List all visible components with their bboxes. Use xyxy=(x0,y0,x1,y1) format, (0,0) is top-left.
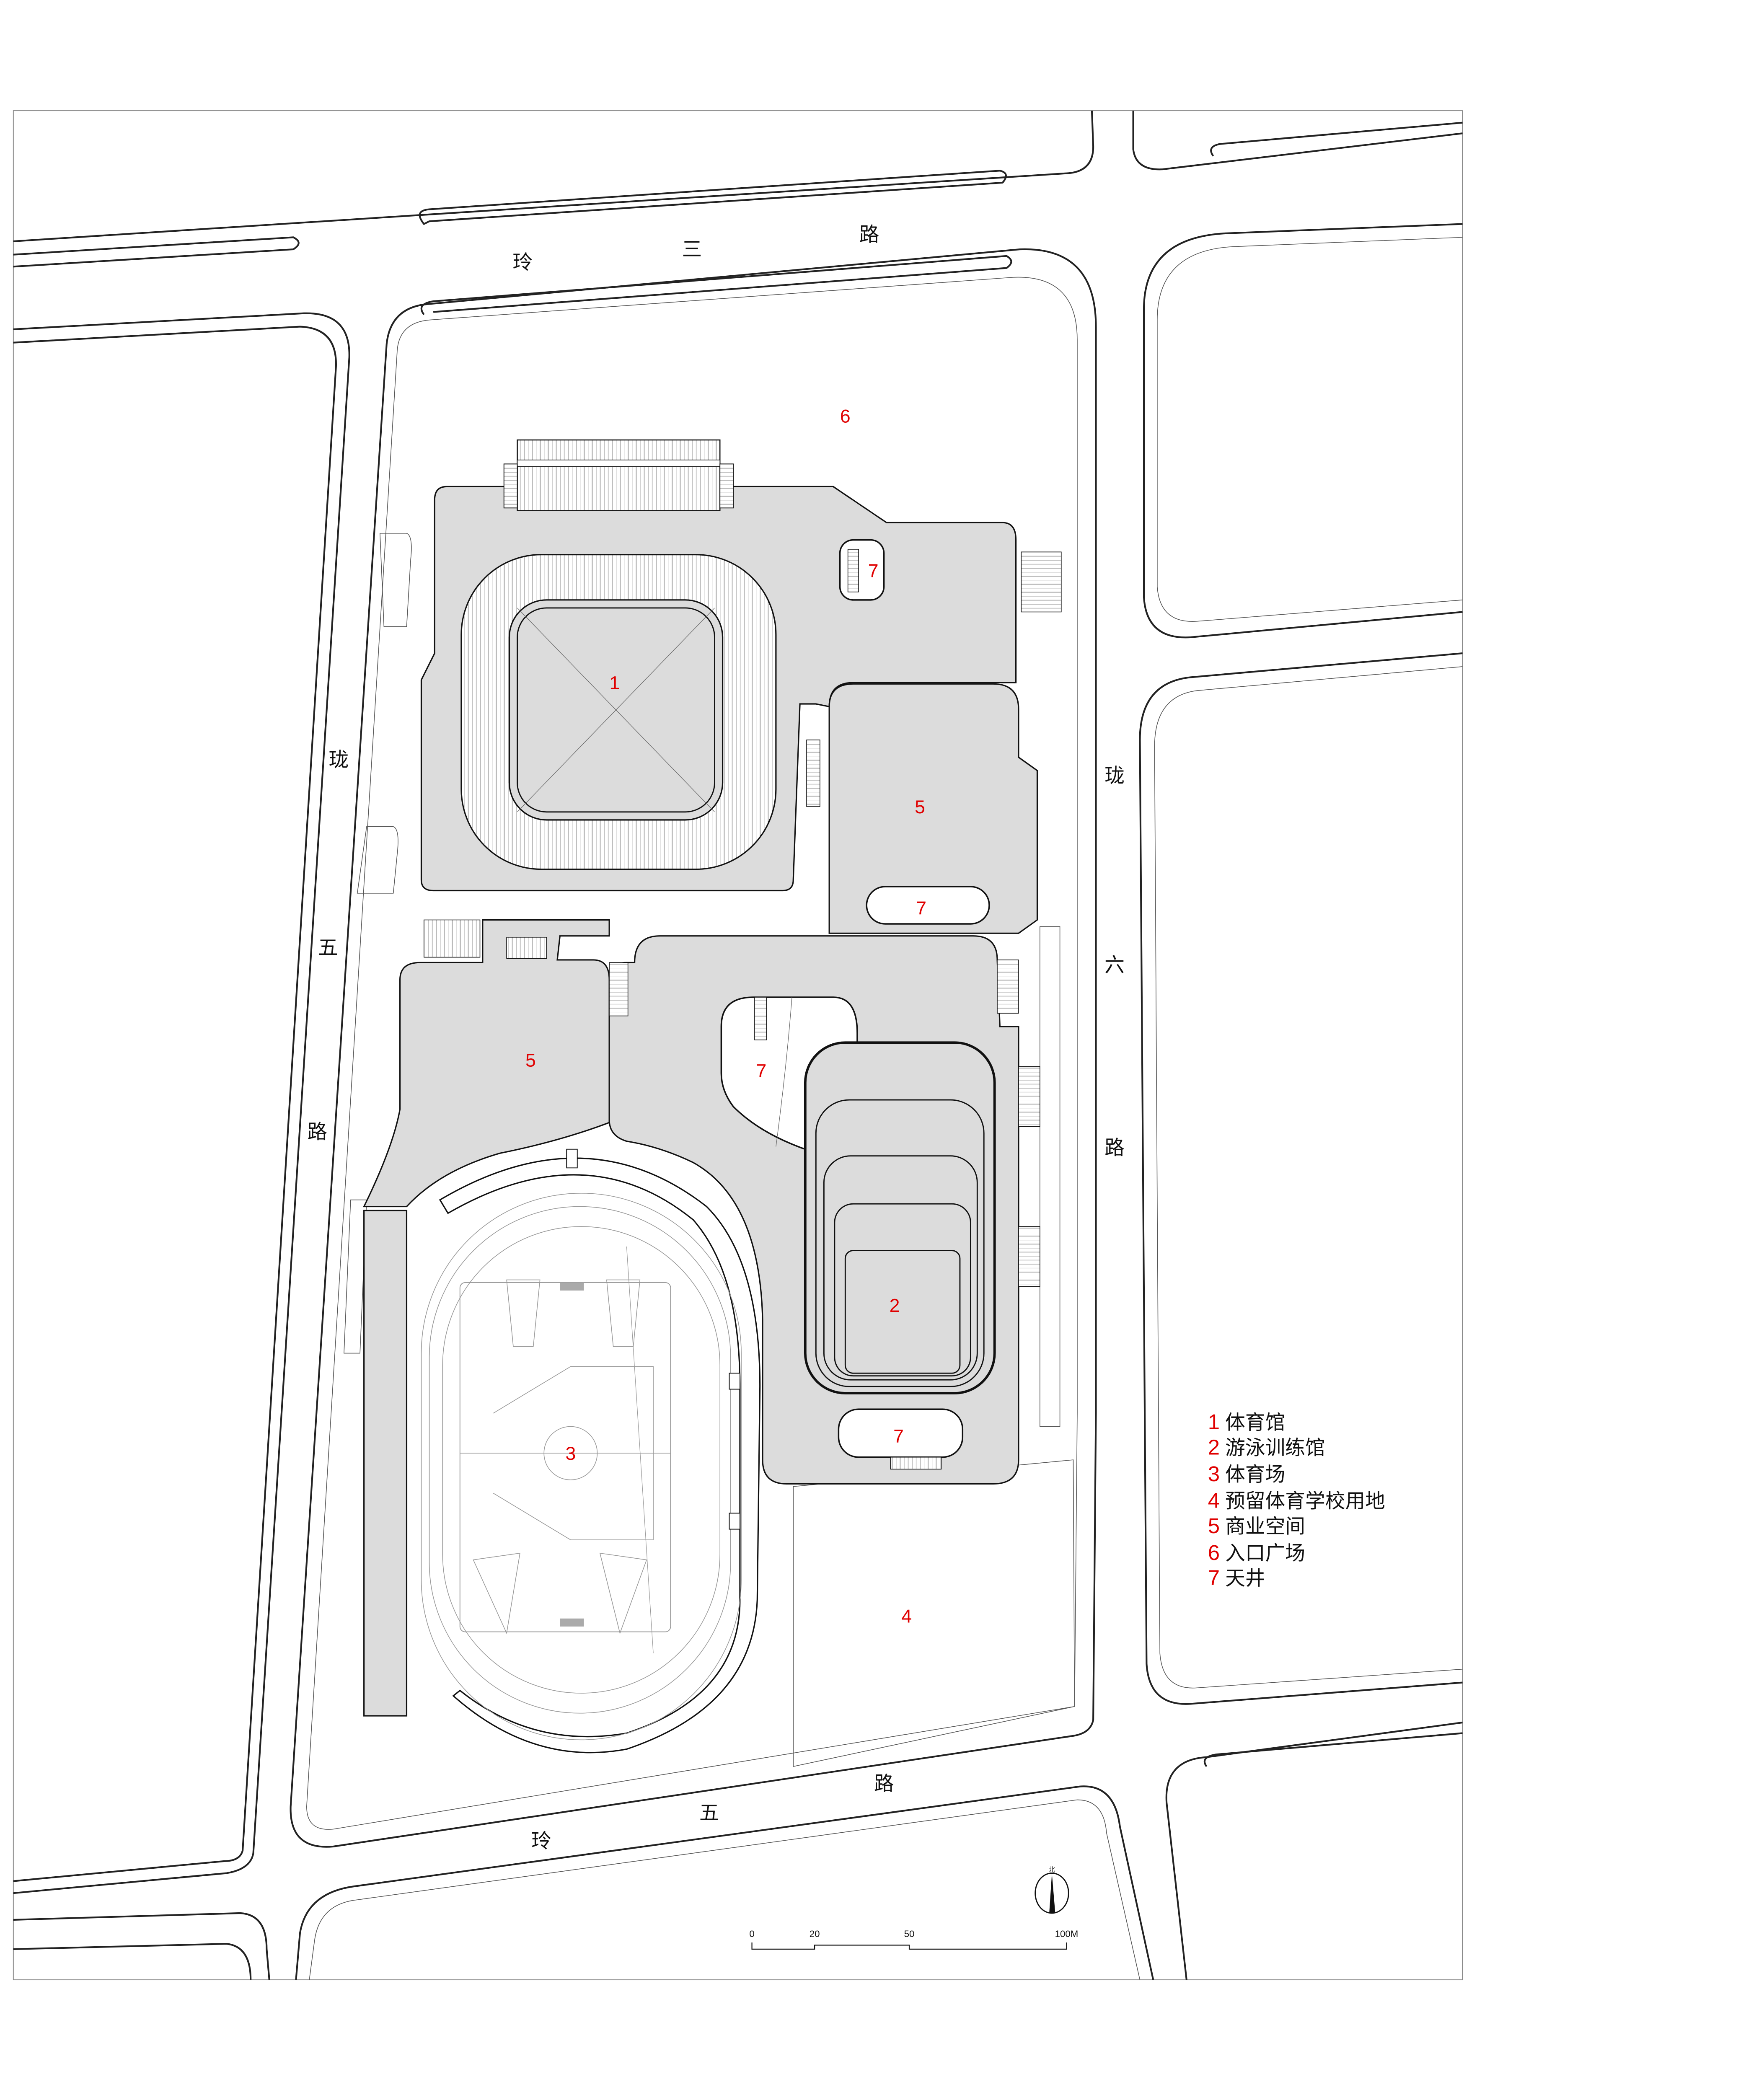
north-label: 北 xyxy=(1049,1865,1055,1873)
natatorium-pool xyxy=(804,1041,996,1394)
courtyard-escalator xyxy=(754,997,767,1040)
west-stair-2 xyxy=(506,937,547,959)
skylight-middle xyxy=(866,886,990,925)
svg-text:三: 三 xyxy=(682,238,702,261)
svg-text:体育馆: 体育馆 xyxy=(1225,1411,1285,1434)
zone-label-1: 1 xyxy=(609,673,620,693)
zone-label-6: 6 xyxy=(840,406,851,427)
zone-label-7-courtyard: 7 xyxy=(756,1061,766,1081)
north-bleachers xyxy=(517,439,721,511)
svg-text:7: 7 xyxy=(1208,1566,1220,1590)
scale-tick-100m: 100M xyxy=(1055,1929,1079,1939)
svg-text:六: 六 xyxy=(1104,954,1125,977)
svg-text:预留体育学校用地: 预留体育学校用地 xyxy=(1225,1490,1385,1513)
zone-label-4: 4 xyxy=(901,1606,912,1627)
svg-text:路: 路 xyxy=(1104,1136,1125,1159)
svg-text:玲: 玲 xyxy=(531,1830,551,1853)
north-arrow-icon: 北 xyxy=(1035,1865,1069,1914)
zone-label-7-north: 7 xyxy=(868,561,879,582)
north-bleachers-walkway xyxy=(517,459,721,467)
stadium-east-stand xyxy=(439,1157,761,1754)
south-stair xyxy=(890,1456,942,1470)
svg-text:4: 4 xyxy=(1208,1489,1220,1513)
svg-text:路: 路 xyxy=(307,1120,327,1143)
zone-label-7-south: 7 xyxy=(893,1426,904,1447)
east-stair-3 xyxy=(1018,1066,1040,1127)
svg-text:玲: 玲 xyxy=(512,251,533,274)
svg-text:珑: 珑 xyxy=(328,749,349,772)
east-stair-2 xyxy=(997,960,1019,1014)
central-stair xyxy=(609,962,629,1016)
west-stadium-building xyxy=(363,1210,408,1717)
road-network xyxy=(13,111,1463,1980)
road-label-west: 珑 五 路 xyxy=(307,749,349,1144)
commercial-east xyxy=(828,683,1038,934)
zone-label-3: 3 xyxy=(565,1443,576,1464)
road-label-north: 玲 三 路 xyxy=(512,223,879,274)
zone-label-2: 2 xyxy=(890,1296,900,1316)
svg-text:1: 1 xyxy=(1208,1410,1220,1434)
svg-text:天井: 天井 xyxy=(1225,1567,1265,1590)
scale-tick-0: 0 xyxy=(749,1929,754,1939)
svg-text:6: 6 xyxy=(1208,1541,1220,1565)
drawing-frame xyxy=(13,110,1463,1981)
zone-labels: 1 5 7 7 5 7 2 7 3 4 6 xyxy=(525,406,926,1627)
west-gym-stair xyxy=(806,740,820,807)
scale-tick-20: 20 xyxy=(810,1929,820,1939)
scale-tick-50: 50 xyxy=(904,1929,915,1939)
skylight-north-stair xyxy=(847,549,859,592)
svg-text:3: 3 xyxy=(1208,1462,1220,1486)
svg-text:5: 5 xyxy=(1208,1514,1220,1538)
scale-bar: 0 20 50 100M xyxy=(749,1929,1079,1950)
east-stair xyxy=(1021,551,1062,613)
svg-text:五: 五 xyxy=(318,936,338,960)
svg-text:珑: 珑 xyxy=(1104,765,1125,788)
stadium xyxy=(421,1148,761,1754)
svg-text:游泳训练馆: 游泳训练馆 xyxy=(1225,1436,1325,1459)
zone-label-5-west: 5 xyxy=(525,1050,536,1071)
site-plan: 玲 三 路 珑 五 路 珑 六 路 玲 五 路 1 5 7 7 5 7 2 7 … xyxy=(13,110,1463,1981)
svg-text:路: 路 xyxy=(859,223,879,246)
svg-text:路: 路 xyxy=(874,1772,894,1795)
svg-text:2: 2 xyxy=(1208,1435,1220,1459)
north-stair-left xyxy=(503,463,518,509)
road-label-south: 玲 五 路 xyxy=(531,1772,894,1853)
svg-text:入口广场: 入口广场 xyxy=(1225,1542,1305,1565)
east-stair-4 xyxy=(1018,1226,1040,1287)
commercial-west xyxy=(363,919,610,1208)
svg-text:商业空间: 商业空间 xyxy=(1225,1515,1305,1538)
west-stair-1 xyxy=(424,919,481,958)
svg-text:体育场: 体育场 xyxy=(1225,1463,1285,1486)
svg-text:五: 五 xyxy=(699,1802,719,1825)
north-stair-right xyxy=(719,463,734,509)
road-label-east: 珑 六 路 xyxy=(1104,765,1125,1160)
zone-label-5-east: 5 xyxy=(915,797,925,817)
zone-label-7-middle: 7 xyxy=(916,898,926,919)
